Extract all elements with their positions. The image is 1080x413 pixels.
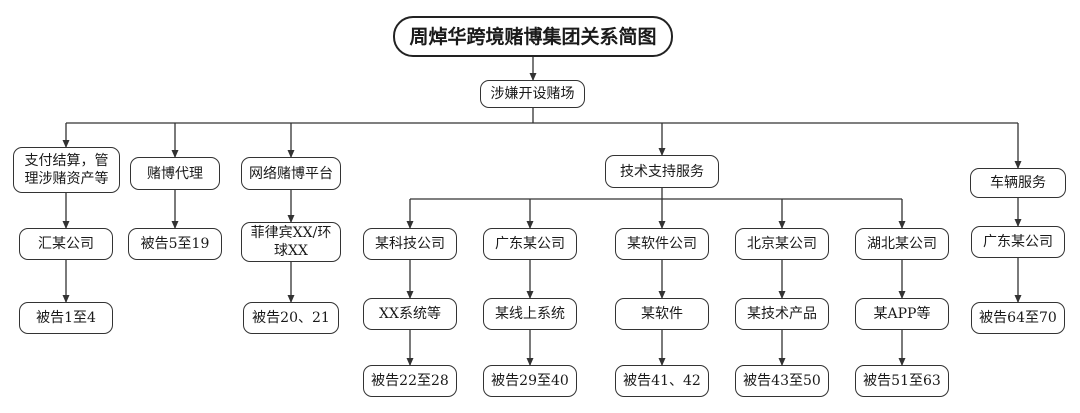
diagram-title: 周焯华跨境赌博集团关系简图 <box>393 16 673 57</box>
tech-defendants-4: 被告43至50 <box>735 365 829 397</box>
category-tech: 技术支持服务 <box>605 155 719 188</box>
tech-company-2: 广东某公司 <box>483 228 577 260</box>
tech-company-1: 某科技公司 <box>363 228 457 260</box>
tech-product-2: 某线上系统 <box>483 298 577 330</box>
tech-defendants-1: 被告22至28 <box>363 365 457 397</box>
payment-defendants: 被告1至4 <box>19 302 113 334</box>
tech-product-1: XX系统等 <box>363 298 457 330</box>
category-vehicle: 车辆服务 <box>970 168 1066 198</box>
tech-company-4: 北京某公司 <box>735 228 829 260</box>
tech-company-3: 某软件公司 <box>615 228 709 260</box>
tech-defendants-5: 被告51至63 <box>855 365 949 397</box>
platform-names: 菲律宾XX/环 球XX <box>241 222 341 262</box>
root-node-gambling: 涉嫌开设赌场 <box>480 80 585 108</box>
category-agency: 赌博代理 <box>130 157 220 190</box>
tech-product-4: 某技术产品 <box>735 298 829 330</box>
tech-defendants-2: 被告29至40 <box>483 365 577 397</box>
payment-company: 汇某公司 <box>19 228 113 260</box>
agency-defendants: 被告5至19 <box>128 228 222 260</box>
vehicle-defendants: 被告64至70 <box>971 302 1065 334</box>
tech-product-3: 某软件 <box>615 298 709 330</box>
tech-product-5: 某APP等 <box>855 298 949 330</box>
tech-defendants-3: 被告41、42 <box>615 365 709 397</box>
vehicle-company: 广东某公司 <box>971 226 1065 258</box>
category-payment: 支付结算，管 理涉赌资产等 <box>13 147 120 193</box>
platform-defendants: 被告20、21 <box>243 302 339 334</box>
connectors <box>62 57 1022 366</box>
tech-company-5: 湖北某公司 <box>855 228 949 260</box>
category-platform: 网络赌博平台 <box>241 157 341 190</box>
